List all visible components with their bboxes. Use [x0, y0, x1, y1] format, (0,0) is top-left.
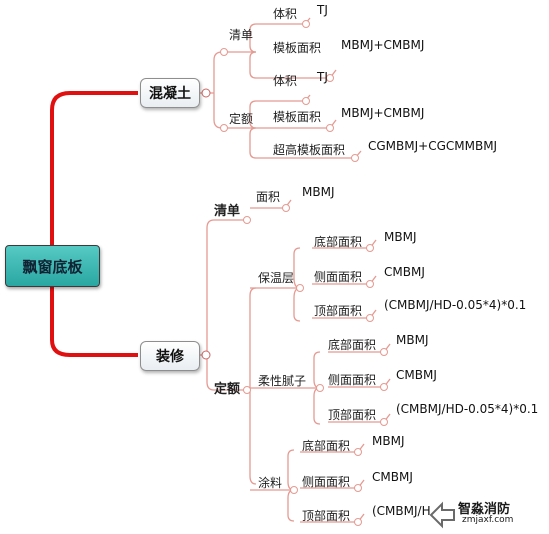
node-concrete[interactable]: 混凝土 — [140, 78, 200, 108]
paint-label: 涂料 — [258, 476, 283, 490]
concrete-list-volume-label: 体积 — [273, 7, 298, 21]
putty-bottom-label: 底部面积 — [328, 338, 377, 352]
root-node[interactable]: 飘窗底板 — [5, 245, 100, 287]
paint-side-label: 侧面面积 — [302, 475, 351, 489]
collapse-knob[interactable] — [201, 88, 211, 98]
concrete-list-formwork-formula: MBMJ+CMBMJ — [341, 38, 425, 52]
concrete-quota-high-formwork-label: 超高模板面积 — [273, 143, 346, 157]
watermark-logo-icon — [429, 501, 455, 529]
insulation-bottom-label: 底部面积 — [314, 235, 363, 249]
insulation-bottom-formula: MBMJ — [384, 230, 417, 244]
putty-top-formula: (CMBMJ/HD-0.05*4)*0.1 — [396, 402, 539, 416]
concrete-list-label: 清单 — [229, 28, 254, 42]
paint-top-formula: (CMBMJ/H — [372, 504, 431, 518]
watermark: 智淼消防 zmjaxf.com — [428, 496, 548, 534]
concrete-quota-label: 定额 — [229, 112, 254, 126]
insulation-side-label: 侧面面积 — [314, 270, 363, 284]
paint-bottom-formula: MBMJ — [372, 434, 405, 448]
concrete-quota-volume-formula: TJ — [317, 70, 328, 84]
watermark-title: 智淼消防 — [458, 502, 511, 517]
watermark-url: zmjaxf.com — [462, 515, 514, 525]
branch-concrete — [50, 91, 138, 245]
node-decoration[interactable]: 装修 — [140, 341, 200, 371]
decoration-quota-label: 定额 — [214, 382, 241, 397]
putty-side-label: 侧面面积 — [328, 373, 377, 387]
concrete-quota-high-formwork-formula: CGMBMJ+CGCMMBMJ — [368, 139, 498, 153]
concrete-quota-formwork-formula: MBMJ+CMBMJ — [341, 106, 425, 120]
insulation-side-formula: CMBMJ — [384, 265, 425, 279]
putty-side-formula: CMBMJ — [396, 368, 437, 382]
decoration-list-label: 清单 — [214, 204, 241, 219]
branch-decoration — [50, 287, 138, 357]
putty-top-label: 顶部面积 — [328, 408, 377, 422]
paint-bottom-label: 底部面积 — [302, 439, 351, 453]
concrete-list-volume-formula: TJ — [317, 3, 328, 17]
paint-side-formula: CMBMJ — [372, 470, 413, 484]
paint-top-label: 顶部面积 — [302, 509, 351, 523]
concrete-quota-formwork-label: 模板面积 — [273, 110, 322, 124]
collapse-knob[interactable] — [201, 350, 211, 360]
concrete-list-formwork-label: 模板面积 — [273, 41, 322, 55]
decoration-list-area-label: 面积 — [256, 190, 281, 204]
insulation-top-formula: (CMBMJ/HD-0.05*4)*0.1 — [384, 298, 527, 312]
concrete-quota-volume-label: 体积 — [273, 74, 298, 88]
putty-label: 柔性腻子 — [258, 374, 307, 388]
decoration-list-area-formula: MBMJ — [302, 185, 335, 199]
putty-bottom-formula: MBMJ — [396, 333, 429, 347]
insulation-label: 保温层 — [258, 271, 295, 285]
insulation-top-label: 顶部面积 — [314, 304, 363, 318]
